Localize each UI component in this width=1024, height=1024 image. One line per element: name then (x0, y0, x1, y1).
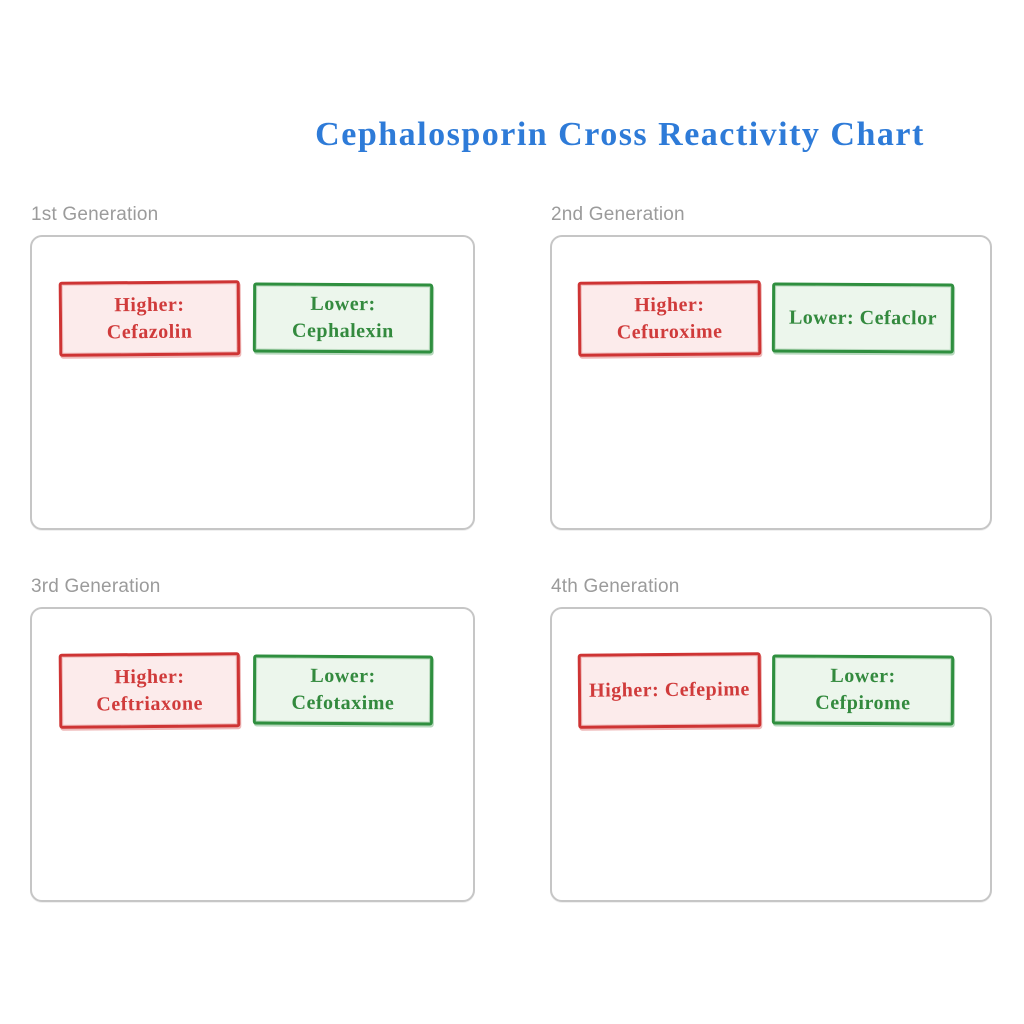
higher-box-label: Higher: Cefuroxime (616, 293, 723, 343)
generation-label: 2nd Generation (551, 204, 685, 225)
higher-reactivity-box[interactable]: Higher: Cefazolin (58, 280, 241, 357)
generation-frame[interactable]: Higher: Ceftriaxone Lower: Cefotaxime (30, 607, 475, 902)
higher-reactivity-box[interactable]: Higher: Cefepime (577, 652, 762, 729)
generation-panel-2: 2nd Generation Higher: Cefuroxime Lower:… (550, 204, 994, 534)
lower-reactivity-box[interactable]: Lower: Cefotaxime (252, 654, 434, 726)
higher-reactivity-box[interactable]: Higher: Ceftriaxone (58, 652, 241, 729)
lower-box-label: Lower: Cefaclor (788, 306, 938, 329)
lower-reactivity-box[interactable]: Lower: Cephalexin (252, 282, 434, 354)
generation-panel-4: 4th Generation Higher: Cefepime Lower: C… (550, 576, 994, 906)
lower-reactivity-box[interactable]: Lower: Cefaclor (771, 282, 955, 354)
generation-frame[interactable]: Higher: Cefuroxime Lower: Cefaclor (550, 235, 992, 530)
generation-frame[interactable]: Higher: Cefazolin Lower: Cephalexin (30, 235, 475, 530)
generation-panel-1: 1st Generation Higher: Cefazolin Lower: … (30, 204, 477, 534)
higher-box-label: Higher: Cefepime (589, 678, 750, 702)
higher-reactivity-box[interactable]: Higher: Cefuroxime (577, 280, 762, 357)
generation-label: 3rd Generation (31, 576, 161, 597)
generation-frame[interactable]: Higher: Cefepime Lower: Cefpirome (550, 607, 992, 902)
lower-box-label: Lower: Cefotaxime (291, 664, 395, 715)
generation-label: 4th Generation (551, 576, 680, 597)
lower-box-label: Lower: Cephalexin (292, 292, 394, 343)
lower-box-label: Lower: Cefpirome (815, 664, 911, 715)
higher-box-label: Higher: Ceftriaxone (96, 665, 203, 715)
higher-box-label: Higher: Cefazolin (106, 293, 193, 343)
lower-reactivity-box[interactable]: Lower: Cefpirome (771, 654, 955, 726)
generation-panel-3: 3rd Generation Higher: Ceftriaxone Lower… (30, 576, 477, 906)
page-title: Cephalosporin Cross Reactivity Chart (315, 116, 925, 153)
generation-label: 1st Generation (31, 204, 159, 225)
